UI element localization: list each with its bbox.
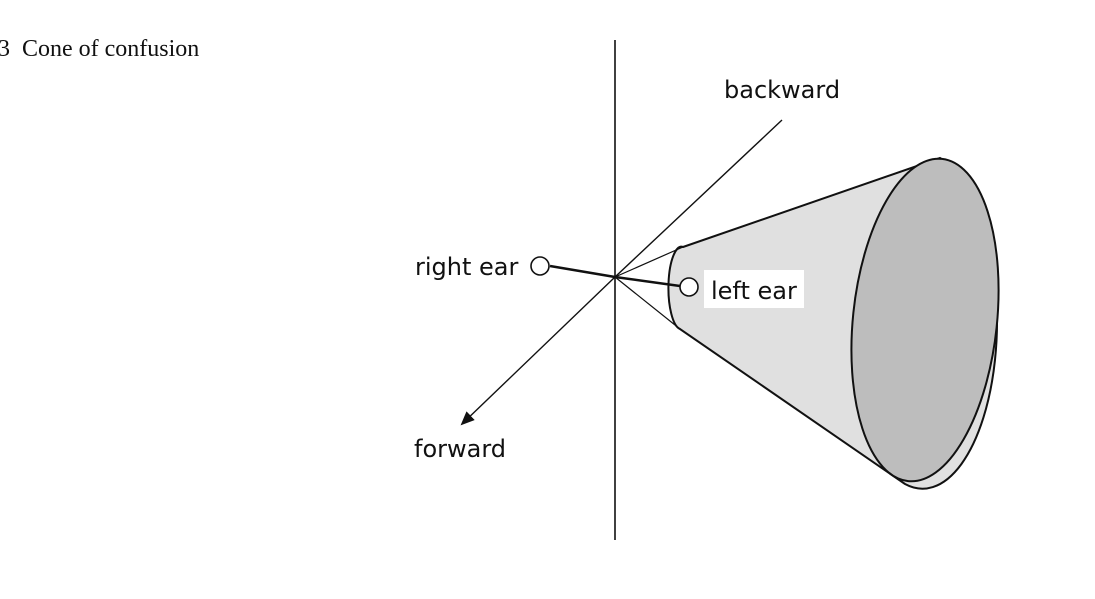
interaural-axis-left bbox=[614, 275, 681, 288]
left-ear-label-background bbox=[704, 270, 804, 308]
figure-caption: 3 Cone of confusion bbox=[0, 37, 199, 61]
right-ear-marker bbox=[530, 256, 550, 276]
interaural-axis bbox=[549, 264, 616, 279]
backward-label: backward bbox=[724, 76, 840, 104]
right-ear-label: right ear bbox=[415, 253, 518, 281]
backward-axis bbox=[614, 119, 783, 278]
cone-base bbox=[850, 157, 1000, 483]
figure-title: Cone of confusion bbox=[22, 36, 200, 62]
figure-number: 3 bbox=[0, 36, 10, 62]
left-ear-marker bbox=[679, 277, 699, 297]
forward-axis bbox=[460, 276, 616, 426]
forward-label: forward bbox=[414, 435, 506, 463]
cone-edge-upper bbox=[614, 246, 684, 278]
cone-edge-lower bbox=[614, 276, 681, 330]
left-ear-label: left ear bbox=[711, 277, 797, 305]
